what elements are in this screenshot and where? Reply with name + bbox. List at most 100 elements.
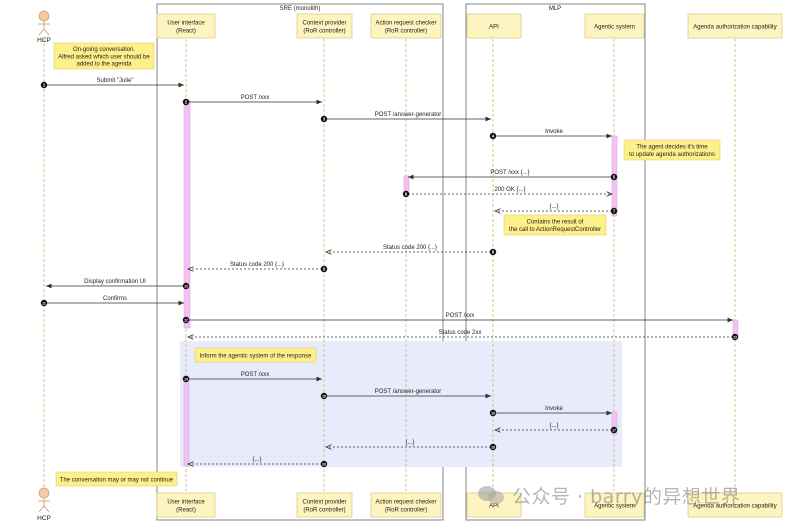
message-label: Invoke <box>545 129 563 135</box>
participant-ctx: Context provider (RoR controller) <box>296 492 353 518</box>
participant-name: API <box>489 504 499 510</box>
group-mlp <box>465 3 646 521</box>
message-16: Invoke 16 <box>489 406 612 417</box>
activation-bar <box>611 411 618 435</box>
actor-label: HCP <box>37 515 51 522</box>
note-text: Inform the agentic system of the respons… <box>200 353 312 359</box>
participant-agent: Agentic system <box>584 492 645 518</box>
note-box <box>623 139 721 161</box>
participant-name: Agentic system <box>594 504 635 510</box>
activation-bar <box>183 375 190 467</box>
participant-box <box>687 13 783 39</box>
message-number: 8 <box>492 250 495 255</box>
message-number: 4 <box>492 134 495 139</box>
message-9: Status code 200 {...}9 <box>188 262 328 273</box>
note-text: Contains the result of <box>527 220 584 226</box>
actor-hcp: HCP <box>37 487 51 522</box>
message-number: 11 <box>42 302 46 306</box>
participant-name: API <box>489 25 499 31</box>
participant-name: User interface <box>167 21 205 27</box>
message-number-badge <box>320 115 328 123</box>
note-text: to update agenda authorizations <box>629 152 715 158</box>
message-number-badge <box>489 132 497 140</box>
participant-name: Context provider <box>302 21 346 27</box>
actor-leg <box>38 28 45 36</box>
message-label: Invoke <box>545 406 563 412</box>
message-number-badge <box>731 333 739 341</box>
message-number-badge <box>320 265 328 273</box>
participant-agenda: Agenda authorization capability <box>687 492 783 518</box>
message-number-badge <box>610 426 618 434</box>
message-number-badge <box>610 173 618 181</box>
participant-box <box>156 492 216 518</box>
note-n5: The conversation may or may not continue <box>55 471 178 487</box>
message-number-badge <box>610 207 618 215</box>
message-number-badge <box>182 282 190 290</box>
actor-leg <box>43 28 50 36</box>
message-number: 16 <box>491 412 495 416</box>
participant-agent: Agentic system <box>584 13 645 39</box>
message-number-badge <box>320 460 328 468</box>
message-number: 6 <box>405 192 408 197</box>
message-number: 7 <box>613 209 616 214</box>
message-label: 200 OK {...} <box>494 187 525 193</box>
participant-agenda: Agenda authorization capability <box>687 13 783 39</box>
message-number: 1 <box>43 83 46 88</box>
participant-name: Action request checker <box>375 21 436 27</box>
group-sre <box>156 3 444 521</box>
participant-ui: User interface (React) <box>156 13 216 39</box>
message-4: Invoke 4 <box>489 129 612 140</box>
participant-box <box>370 492 442 518</box>
message-label: {...} <box>549 423 558 429</box>
message-number: 13 <box>733 336 737 340</box>
participant-ctx: Context provider(RoR controller) <box>296 13 353 39</box>
participant-box <box>156 13 216 39</box>
message-number: 10 <box>184 285 188 289</box>
message-number-badge <box>40 81 48 89</box>
actor-label: HCP <box>37 37 51 44</box>
participant-name: Agentic system <box>594 25 635 31</box>
message-8: Status code 200 {...} 8 <box>326 245 497 256</box>
note-text: The agent decides it's time <box>636 145 708 151</box>
message-number-badge <box>182 375 190 383</box>
activation-bar <box>183 99 191 329</box>
participant-subtitle: (RoR controller) <box>385 29 427 35</box>
message-number: 5 <box>613 175 616 180</box>
note-n4: Inform the agentic system of the respons… <box>194 347 317 363</box>
note-text: the call to ActionRequestController <box>509 227 601 233</box>
participant-arc: Action request checker(RoR controller) <box>370 492 442 518</box>
message-label: Status code 200 {...} <box>383 245 437 251</box>
message-label: Submit "Julie" <box>97 78 134 84</box>
note-box <box>55 471 178 487</box>
note-n1: On-going conversation.Alfred asked which… <box>53 42 155 70</box>
participant-name: Context provider <box>302 500 346 506</box>
participant-box <box>370 13 442 39</box>
message-5: POST /xxx {...}5 <box>408 170 618 181</box>
participant-api: API <box>466 13 522 39</box>
message-number: 12 <box>184 319 188 323</box>
message-18: {...}18 <box>326 440 497 451</box>
message-number-badge <box>40 299 48 307</box>
message-number: 15 <box>322 395 326 399</box>
message-number-badge <box>182 98 190 106</box>
message-11: Confirms 11 <box>40 296 184 307</box>
message-label: POST /xxx <box>241 372 270 378</box>
participant-box <box>687 492 783 518</box>
message-number-badge <box>182 316 190 324</box>
participant-name: Agenda authorization capability <box>693 25 776 31</box>
participant-name: Action request checker <box>375 500 436 506</box>
message-label: Confirms <box>103 296 127 302</box>
participant-box <box>296 492 353 518</box>
actor-hcp: HCP <box>37 10 51 44</box>
participant-subtitle: (React) <box>176 29 196 35</box>
message-number: 9 <box>323 267 326 272</box>
message-1: Submit "Julie" 1 <box>40 78 184 89</box>
participant-subtitle: (RoR controller) <box>303 508 345 514</box>
watermark: 公众号 · barry的异想世界 <box>478 478 788 512</box>
